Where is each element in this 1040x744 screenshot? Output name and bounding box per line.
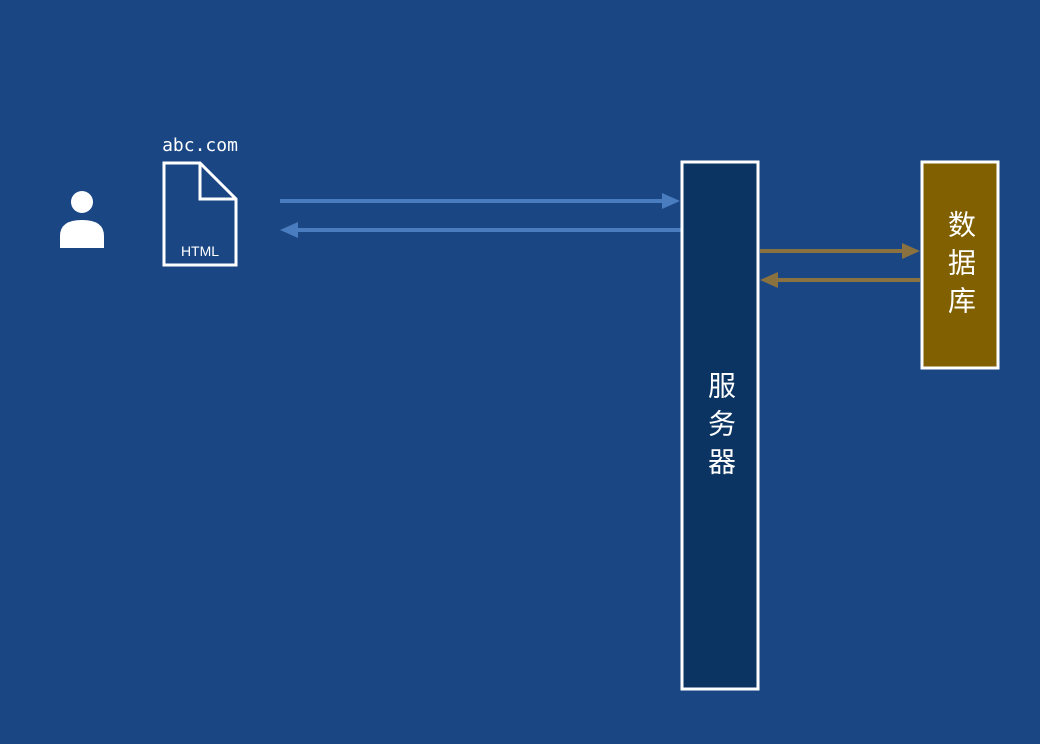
database-label: 数据库 <box>944 210 977 324</box>
user-icon <box>60 191 104 248</box>
server-box <box>680 160 760 691</box>
html-file-icon <box>162 161 238 267</box>
file-type-label: HTML <box>180 243 220 259</box>
db-query-arrow <box>760 243 920 259</box>
domain-label: abc.com <box>162 135 238 156</box>
response-arrow <box>280 222 681 238</box>
db-result-arrow <box>760 272 920 288</box>
database-box <box>920 160 1000 370</box>
server-label: 服务器 <box>704 371 737 485</box>
request-arrow <box>280 193 680 209</box>
